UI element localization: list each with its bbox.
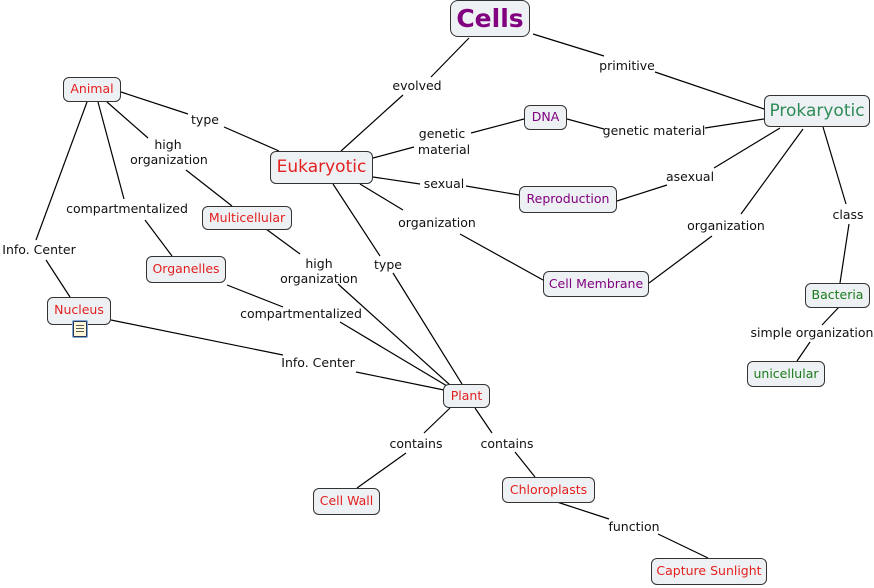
- line-class-bacteria: [839, 223, 850, 284]
- link-label-class: class: [832, 207, 864, 222]
- line-high-multicellular: [185, 169, 233, 207]
- link-label-high-plant-2: organization: [280, 271, 358, 286]
- link-label-genetic-2: material: [417, 142, 471, 157]
- line-primitive-prokaryotic: [654, 71, 765, 110]
- link-label-contains-wall: contains: [389, 436, 443, 451]
- link-label-function: function: [608, 519, 660, 534]
- line-membrane-organization: [648, 235, 713, 284]
- line-function-sunlight: [657, 533, 709, 559]
- link-label-type-animal: type: [191, 112, 219, 127]
- line-genetic-prokaryotic: [704, 118, 765, 129]
- line-organization-prokaryotic: [740, 128, 804, 215]
- line-genetic-dna: [470, 118, 525, 134]
- line-info-nucleus: [45, 259, 71, 298]
- line-type-eukaryotic: [223, 126, 280, 152]
- link-label-organization-prok: organization: [687, 218, 765, 233]
- line-reproduction-asexual: [616, 184, 668, 202]
- line-organization-membrane: [459, 233, 544, 281]
- line-simple-unicellular: [796, 341, 811, 362]
- line-animal-type: [120, 91, 189, 115]
- line-sexual-reproduction: [465, 185, 520, 196]
- line-compartmentalized-organelles: [144, 219, 173, 257]
- link-label-info-center-animal: Info. Center: [2, 242, 76, 257]
- node-cell-wall[interactable]: Cell Wall: [313, 488, 380, 515]
- node-nucleus-label: Nucleus: [54, 302, 104, 317]
- line-eukaryotic-sexual: [372, 176, 421, 185]
- line-high-plant: [337, 283, 451, 386]
- line-animal-compartmentalized: [97, 101, 125, 200]
- link-label-genetic-1: genetic: [418, 126, 466, 141]
- node-plant[interactable]: Plant: [443, 384, 490, 408]
- node-reproduction[interactable]: Reproduction: [519, 186, 617, 213]
- link-label-evolved: evolved: [392, 78, 442, 93]
- line-eukaryotic-organization: [359, 183, 404, 211]
- link-label-organization-euk: organization: [398, 215, 476, 230]
- node-chloroplasts[interactable]: Chloroplasts: [502, 477, 595, 503]
- document-icon[interactable]: [73, 321, 87, 337]
- link-label-type-plant: type: [374, 257, 402, 272]
- line-bacteria-simple: [821, 306, 840, 326]
- line-dna-genetic: [566, 118, 605, 130]
- link-label-high-plant-1: high: [305, 256, 333, 271]
- line-eukaryotic-type: [332, 183, 381, 257]
- link-label-asexual: asexual: [665, 169, 715, 184]
- node-prokaryotic[interactable]: Prokaryotic: [764, 95, 870, 127]
- link-label-simple-organization: simple organization: [750, 325, 874, 340]
- line-eukaryotic-genetic: [372, 146, 415, 159]
- link-label-compartmentalized-plant: compartmentalized: [240, 306, 362, 321]
- line-nucleus-info: [110, 319, 284, 356]
- link-label-genetic-material-prok: genetic material: [602, 123, 706, 138]
- line-cells-primitive: [532, 33, 605, 57]
- node-animal[interactable]: Animal: [63, 77, 121, 102]
- line-animal-high: [106, 101, 149, 139]
- line-type-plant: [392, 272, 463, 385]
- node-cell-membrane[interactable]: Cell Membrane: [543, 271, 649, 297]
- link-label-primitive: primitive: [599, 58, 655, 73]
- node-cells[interactable]: Cells: [450, 0, 530, 37]
- link-label-sexual: sexual: [423, 176, 465, 191]
- node-capture-sunlight[interactable]: Capture Sunlight: [651, 558, 767, 585]
- node-eukaryotic[interactable]: Eukaryotic: [270, 151, 373, 184]
- line-cells-evolved: [430, 37, 470, 78]
- link-label-compartmentalized-animal: compartmentalized: [66, 201, 188, 216]
- line-multicellular-high: [265, 228, 301, 255]
- node-dna[interactable]: DNA: [524, 105, 567, 130]
- line-animal-info: [35, 101, 88, 241]
- link-label-info-center-plant: Info. Center: [281, 355, 355, 370]
- line-compartmentalized-plant: [339, 321, 448, 387]
- node-bacteria[interactable]: Bacteria: [805, 283, 870, 308]
- line-contains-cellwall: [356, 452, 407, 489]
- node-multicellular[interactable]: Multicellular: [202, 206, 292, 230]
- line-contains-chloroplasts: [514, 451, 536, 478]
- node-unicellular[interactable]: unicellular: [747, 361, 825, 387]
- line-plant-contains-wall: [423, 407, 451, 434]
- link-label-high-animal-1: high: [154, 137, 182, 152]
- link-label-high-animal-2: organization: [130, 152, 208, 167]
- line-asexual-prokaryotic: [713, 127, 781, 169]
- link-label-contains-chloro: contains: [480, 436, 534, 451]
- line-plant-contains-chloro: [474, 407, 493, 434]
- line-prokaryotic-class: [822, 126, 847, 205]
- line-info-plant: [355, 371, 445, 391]
- node-organelles[interactable]: Organelles: [146, 256, 226, 283]
- line-chloroplasts-function: [556, 501, 610, 520]
- line-organelles-compartmentalized: [226, 284, 284, 308]
- line-evolved-eukaryotic: [340, 94, 404, 152]
- node-nucleus[interactable]: Nucleus: [47, 297, 111, 337]
